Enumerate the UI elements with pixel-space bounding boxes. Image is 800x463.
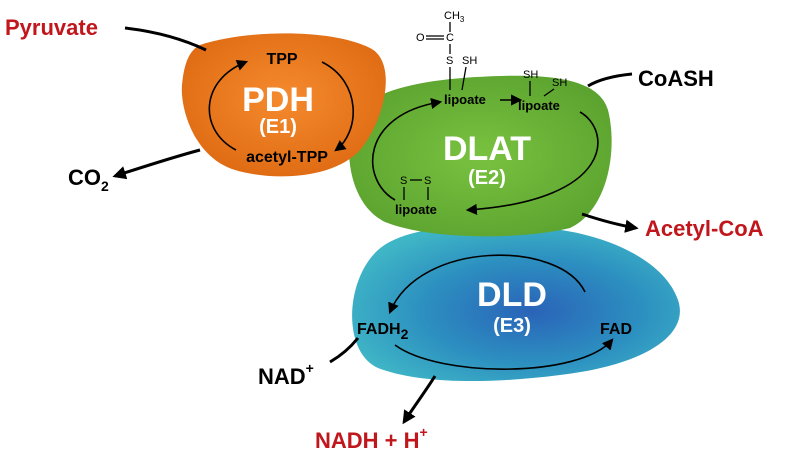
pdh-code: (E1) [259,116,297,138]
tpp-label: TPP [266,51,297,68]
coash-label: CoASH [638,66,714,91]
reaction-flows [112,26,639,425]
acetyl-tpp-label: acetyl-TPP [246,149,328,166]
nad-in-line [329,337,360,364]
dlat-cycle-arrow-right [465,111,599,215]
nadh-out-arrow [402,375,437,425]
acetyl-lipoate-structure: CH3 O C S SH [416,10,477,91]
disulfide-structure: S S [400,175,431,200]
lipoate-top-label: lipoate [444,92,486,107]
pdh-cycle-arrow-right [321,61,354,152]
pdh-name: PDH [242,81,314,119]
dld-blob [352,225,680,382]
dithiol-structure: SH SH [523,69,567,97]
pyruvate-label: Pyruvate [5,15,98,40]
o-label: O [416,32,425,44]
c-label: C [446,32,454,44]
sh-right-a-label: SH [523,69,538,81]
acetyl-coa-label: Acetyl-CoA [645,216,764,241]
enzyme-dlat: DLAT (E2) lipoate lipoate lipoate CH3 O … [349,10,612,237]
lipoate-right-label: lipoate [518,98,560,113]
ch3-label: CH3 [444,10,465,24]
lipoate-bottom-label: lipoate [395,202,437,217]
s-bottom-b-label: S [424,175,431,187]
enzyme-dld: DLD (E3) FADH2 FAD [352,225,680,382]
s-acetyl-label: S [446,55,453,67]
dlat-blob [349,75,612,237]
pyruvate-in-line [124,26,207,52]
dlat-name: DLAT [443,130,531,168]
dlat-cycle-arrow-left [372,97,443,201]
fadh2-label: FADH2 [357,321,409,342]
pdh-cycle-arrow-left [208,60,249,151]
nadh-label: NADH + H+ [315,424,428,453]
dlat-code: (E2) [468,167,506,189]
co2-label: CO2 [68,165,109,194]
nad-label: NAD+ [258,360,314,389]
sh-top-label: SH [462,55,477,67]
sh-right-b-label: SH [552,77,567,89]
s-bottom-a-label: S [400,175,407,187]
coash-in-line [587,72,633,88]
enzyme-pdh: PDH (E1) TPP acetyl-TPP [181,33,386,177]
acetyl-coa-out-arrow [581,212,639,233]
dld-cycle-arrow-top [388,254,586,315]
co2-out-arrow [112,148,201,180]
dld-code: (E3) [493,315,531,337]
dld-cycle-arrow-bottom [394,338,614,370]
dld-name: DLD [477,276,547,314]
fad-label: FAD [600,321,632,338]
